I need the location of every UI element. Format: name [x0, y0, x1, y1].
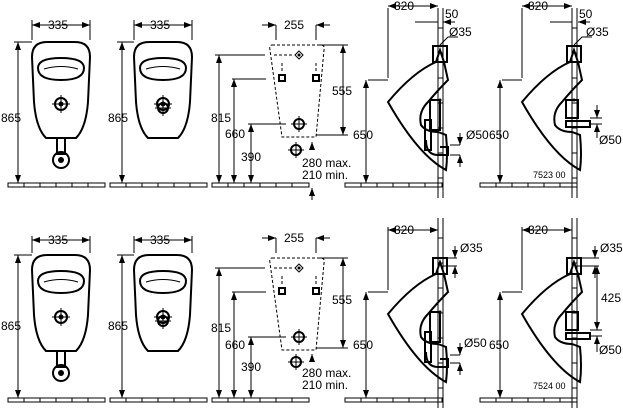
front-view-1-top: 335 865	[1, 18, 106, 188]
dim-min: 210 min.	[302, 168, 348, 182]
dim-min: 210 min.	[302, 378, 348, 392]
dim-width: 255	[284, 18, 304, 32]
dim-width: 255	[284, 231, 304, 245]
dim-inlet-diameter: Ø35	[449, 25, 472, 39]
dim-width: 335	[150, 18, 170, 32]
dim-height: 390	[241, 150, 261, 164]
model-number: 7523 00	[533, 170, 566, 180]
side-view-2-top: 320 50 Ø35 650 Ø50 7523 00	[479, 0, 622, 199]
dim-height: 815	[211, 111, 231, 125]
dim-height: 660	[225, 338, 245, 352]
dim-wall: 50	[445, 7, 459, 21]
dim-height: 815	[211, 321, 231, 335]
dim-depth: 320	[394, 223, 414, 237]
dim-outlet-diameter: Ø50	[599, 133, 622, 147]
dim-outlet-diameter: Ø50	[599, 343, 622, 357]
dim-height: 650	[489, 338, 509, 352]
dim-spacing: 425	[601, 291, 621, 305]
front-view-2-top: 335 865	[108, 18, 208, 188]
dim-wall: 50	[579, 7, 593, 21]
dim-inlet-diameter: Ø35	[586, 25, 609, 39]
dim-height: 650	[489, 128, 509, 142]
dim-height: 390	[241, 360, 261, 374]
dim-height: 660	[225, 127, 245, 141]
dim-height: 650	[353, 338, 373, 352]
side-view-1-top: 320 50 Ø35 650 Ø50	[344, 0, 489, 199]
dim-width: 335	[48, 233, 68, 247]
dim-height: 650	[353, 128, 373, 142]
dim-height: 865	[1, 319, 21, 333]
dim-depth: 320	[528, 223, 548, 237]
dim-max: 280 max.	[302, 156, 351, 170]
dim-height: 865	[108, 319, 128, 333]
dim-depth: 320	[394, 0, 414, 13]
dim-width: 335	[150, 233, 170, 247]
dim-max: 280 max.	[302, 366, 351, 380]
dim-outlet-diameter: Ø50	[464, 336, 487, 350]
plan-view-top: 255 815 660 390 555 280 max. 210 min.	[211, 18, 352, 200]
front-view-2-bottom: 335 865	[108, 233, 208, 403]
dim-height: 865	[108, 111, 128, 125]
dim-height: 865	[1, 111, 21, 125]
front-view-1-bottom: 335 865	[1, 233, 106, 403]
dim-depth: 320	[528, 0, 548, 13]
dim-width: 335	[48, 18, 68, 32]
side-view-2-bottom: 320 Ø35 425 650 Ø50 7524 00	[479, 217, 623, 409]
dim-inlet-diameter: Ø35	[600, 241, 623, 255]
dim-height: 555	[332, 84, 352, 98]
dim-outlet-diameter: Ø50	[466, 128, 489, 142]
plan-view-bottom: 255 815 660 390 555 280 max. 210 min.	[211, 231, 352, 403]
dim-height: 555	[332, 293, 352, 307]
dim-inlet-diameter: Ø35	[460, 241, 483, 255]
side-view-1-bottom: 320 Ø35 650 Ø50	[344, 217, 487, 409]
model-number: 7524 00	[533, 381, 566, 391]
